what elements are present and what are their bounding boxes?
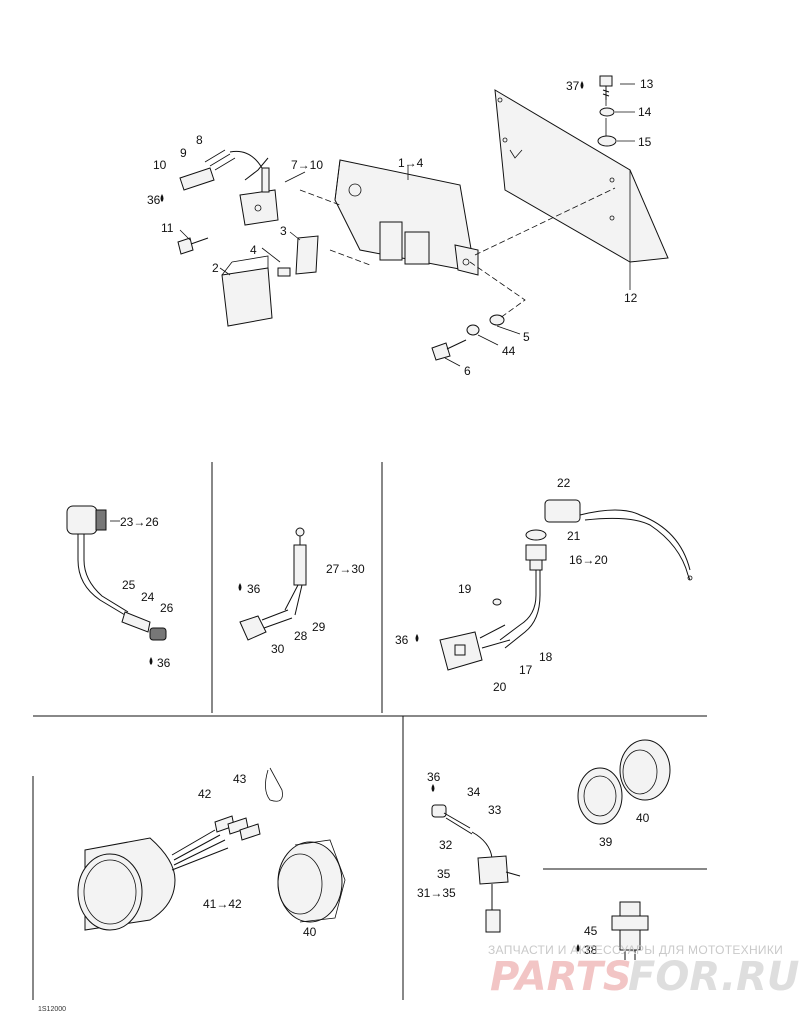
callout-33: 33 xyxy=(488,803,502,817)
screw-11 xyxy=(177,237,209,255)
panel-dividers xyxy=(32,462,707,1000)
mounting-bracket xyxy=(494,89,669,263)
callout-6: 6 xyxy=(464,364,471,378)
relay-7-10 xyxy=(239,157,279,226)
callout-25: 25 xyxy=(122,578,136,592)
callout-32: 32 xyxy=(439,838,453,852)
callout-10: 10 xyxy=(153,158,167,172)
drop-icons xyxy=(149,81,584,952)
drop-icon xyxy=(415,634,419,642)
callout-36e: 36 xyxy=(427,770,441,784)
ecu-module xyxy=(334,159,479,276)
callout-8: 8 xyxy=(196,133,203,147)
callout-24: 24 xyxy=(141,590,155,604)
washer-14 xyxy=(599,107,615,117)
callout-36b: 36 xyxy=(157,656,171,670)
callout-36c: 36 xyxy=(247,582,261,596)
drop-icon xyxy=(580,81,584,89)
callout-40b: 40 xyxy=(636,811,650,825)
drop-icon xyxy=(576,944,580,952)
callout-labels: 13 37 14 15 8 9 10 36 7→10 1→4 11 3 4 2 … xyxy=(38,77,654,1013)
figure-code: 1S12000 xyxy=(38,1006,66,1013)
callout-12: 12 xyxy=(624,291,638,305)
callout-41-42: 41→42 xyxy=(203,897,242,911)
callout-5: 5 xyxy=(523,330,530,344)
callout-17: 17 xyxy=(519,663,533,677)
callout-16-20: 16→20 xyxy=(569,553,608,567)
fuse-holder-2 xyxy=(221,255,273,327)
watermark-brand-left: PARTS xyxy=(490,954,632,1000)
callout-20: 20 xyxy=(493,680,507,694)
sender-45 xyxy=(611,901,649,960)
callout-26: 26 xyxy=(160,601,174,615)
watermark-brand-right: FOR.RU xyxy=(628,954,799,1000)
callout-14: 14 xyxy=(638,105,652,119)
callout-9: 9 xyxy=(180,146,187,160)
callout-42: 42 xyxy=(198,787,212,801)
temp-sensor-23-26 xyxy=(66,505,167,641)
callout-45: 45 xyxy=(584,924,598,938)
drop-icon xyxy=(431,784,435,792)
callout-36d: 36 xyxy=(395,633,409,647)
callout-37: 37 xyxy=(566,79,580,93)
callout-1-4: 1→4 xyxy=(398,156,424,170)
callout-7-10: 7→10 xyxy=(291,158,323,172)
callout-2: 2 xyxy=(212,261,219,275)
fuse-3-4 xyxy=(277,235,319,277)
callout-3: 3 xyxy=(280,224,287,238)
connector-8-9-10 xyxy=(179,149,263,191)
callout-19: 19 xyxy=(458,582,472,596)
callout-22: 22 xyxy=(557,476,571,490)
callout-29: 29 xyxy=(312,620,326,634)
callout-27-30: 27→30 xyxy=(326,562,365,576)
washer-15 xyxy=(597,135,617,147)
callout-30: 30 xyxy=(271,642,285,656)
callout-13: 13 xyxy=(640,77,654,91)
washer-screw-5-44-6 xyxy=(431,314,505,361)
callout-23-26: 23→26 xyxy=(120,515,159,529)
watermark-tagline: ЗАПЧАСТИ И АКСЕССУАРЫ ДЛЯ МОТОТЕХНИКИ xyxy=(488,943,783,957)
callout-18: 18 xyxy=(539,650,553,664)
bezel-ring-40b xyxy=(619,739,671,801)
callout-34: 34 xyxy=(467,785,481,799)
sensor-16-22 xyxy=(439,499,693,671)
screw-13 xyxy=(599,75,613,100)
gauge-41-42 xyxy=(77,767,283,931)
drop-icon xyxy=(149,657,153,665)
callout-21: 21 xyxy=(567,529,581,543)
callout-11: 11 xyxy=(161,221,174,235)
callout-36: 36 xyxy=(147,193,161,207)
callout-38: 38 xyxy=(584,943,598,957)
callout-39: 39 xyxy=(599,835,613,849)
callout-35: 35 xyxy=(437,867,451,881)
callout-4: 4 xyxy=(250,243,257,257)
watermark: ЗАПЧАСТИ И АКСЕССУАРЫ ДЛЯ МОТОТЕХНИКИ PA… xyxy=(488,943,799,1000)
gauge-face-39 xyxy=(577,767,623,825)
drop-icon xyxy=(160,194,164,202)
drop-icon xyxy=(238,583,242,591)
callout-40a: 40 xyxy=(303,925,317,939)
top-leader-lines xyxy=(179,83,635,367)
callout-31-35: 31→35 xyxy=(417,886,456,900)
callout-15: 15 xyxy=(638,135,652,149)
callout-28: 28 xyxy=(294,629,308,643)
sensor-27-30 xyxy=(239,527,307,641)
sensor-31-35 xyxy=(431,804,521,933)
bezel-ring-40a xyxy=(277,839,346,923)
callout-44: 44 xyxy=(502,344,516,358)
callout-43: 43 xyxy=(233,772,247,786)
